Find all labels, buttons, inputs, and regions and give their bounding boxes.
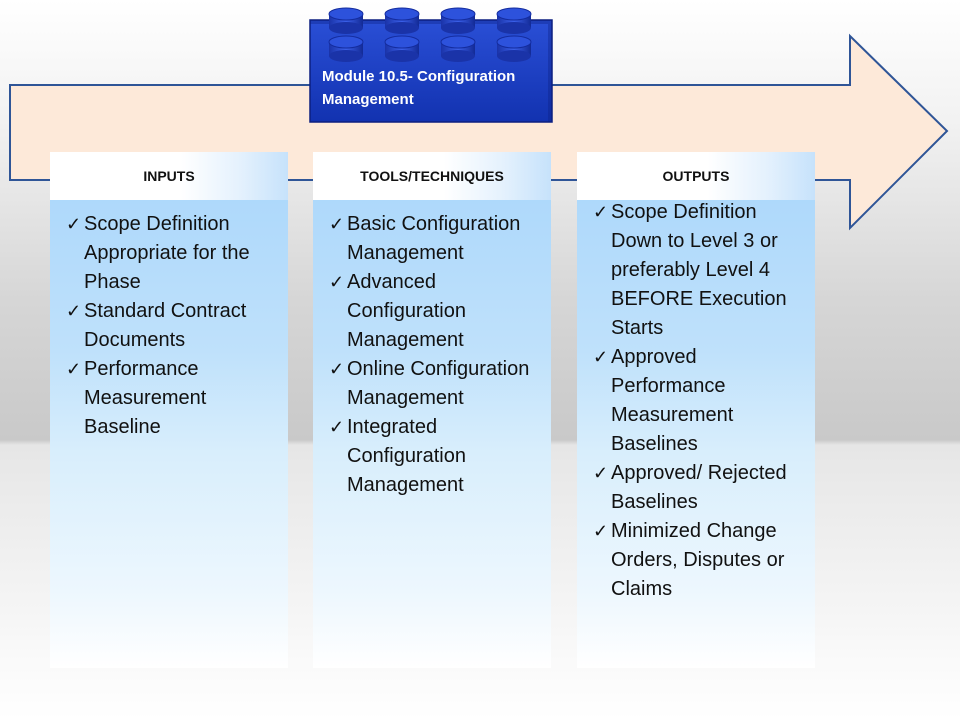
list-item: ✓Approved/ Rejected Baselines [593, 459, 805, 517]
checkmark-icon: ✓ [66, 214, 82, 234]
tools-list: ✓Basic Configuration Management ✓Advance… [313, 200, 551, 500]
list-item: ✓Standard Contract Documents [66, 297, 278, 355]
module-brick: Module 10.5- Configuration Management [306, 0, 554, 124]
list-item: ✓Integrated Configuration Management [329, 413, 541, 500]
checkmark-icon: ✓ [329, 417, 345, 437]
checkmark-icon: ✓ [593, 521, 609, 541]
inputs-heading: INPUTS [50, 152, 288, 200]
outputs-heading: OUTPUTS [577, 152, 815, 200]
list-item: ✓Approved Performance Measurement Baseli… [593, 343, 805, 459]
module-title: Module 10.5- Configuration Management [322, 68, 516, 108]
inputs-column: INPUTS ✓Scope Definition Appropriate for… [50, 152, 288, 668]
checkmark-icon: ✓ [329, 359, 345, 379]
checkmark-icon: ✓ [66, 359, 82, 379]
tools-column: TOOLS/TECHNIQUES ✓Basic Configuration Ma… [313, 152, 551, 668]
inputs-list: ✓Scope Definition Appropriate for the Ph… [50, 200, 288, 442]
checkmark-icon: ✓ [593, 463, 609, 483]
list-item: ✓Online Configuration Management [329, 355, 541, 413]
outputs-list: ✓Scope Definition Down to Level 3 or pre… [577, 198, 815, 604]
checkmark-icon: ✓ [329, 214, 345, 234]
checkmark-icon: ✓ [66, 301, 82, 321]
checkmark-icon: ✓ [593, 347, 609, 367]
outputs-column: OUTPUTS ✓Scope Definition Down to Level … [577, 152, 815, 668]
checkmark-icon: ✓ [593, 202, 609, 222]
list-item: ✓Performance Measurement Baseline [66, 355, 278, 442]
checkmark-icon: ✓ [329, 272, 345, 292]
list-item: ✓Scope Definition Appropriate for the Ph… [66, 210, 278, 297]
list-item: ✓Scope Definition Down to Level 3 or pre… [593, 198, 805, 343]
list-item: ✓Minimized Change Orders, Disputes or Cl… [593, 517, 805, 604]
list-item: ✓Advanced Configuration Management [329, 268, 541, 355]
tools-heading: TOOLS/TECHNIQUES [313, 152, 551, 200]
list-item: ✓Basic Configuration Management [329, 210, 541, 268]
